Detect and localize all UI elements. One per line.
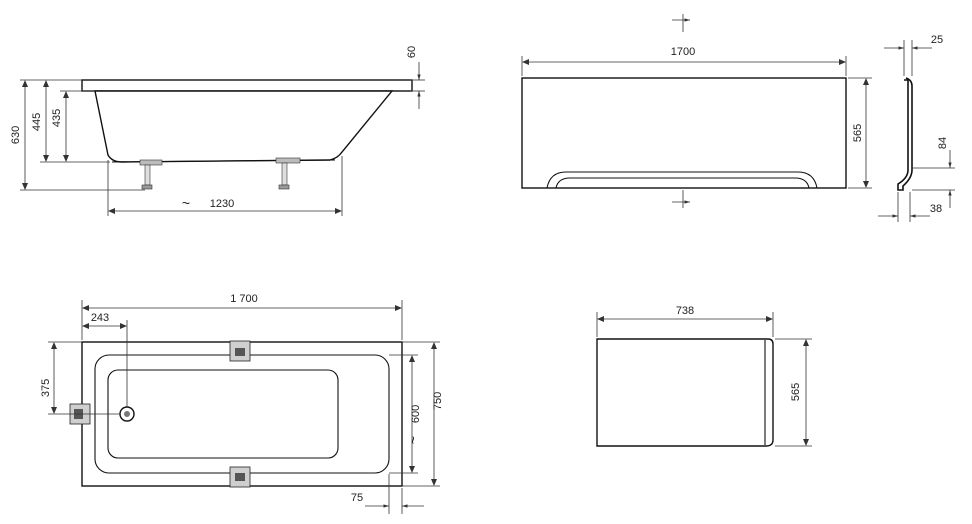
front-panel: 1700 565 [521,14,872,208]
dim-length-1230: ~ 1230 [107,156,343,216]
dim-profile-84: 84 [912,137,955,208]
dim-label-600: 600 [410,405,422,423]
dim-height-435: 435 [51,90,95,162]
side-view: 60 630 445 435 ~ 1230 [10,46,425,216]
dim-label-630: 630 [10,126,22,144]
mounting-bracket-bottom [229,466,251,488]
dim-side-length: 738 [596,305,774,337]
dim-label-750: 750 [432,392,444,410]
dim-inner-width: 600 ~ [389,354,422,474]
dim-label-1230: 1230 [210,198,234,210]
dim-label-243: 243 [91,312,109,324]
top-view: 1 700 243 375 600 ~ 7 [40,293,444,514]
dim-label-38: 38 [930,203,942,215]
dim-height-565: 565 [848,77,872,189]
drain-icon [119,406,135,422]
dim-top-length: 1 700 [81,293,403,340]
panel-section-markers [672,14,690,208]
dim-outer-width: 750 [402,341,444,487]
approx-symbol: ~ [182,195,190,211]
dim-label-60: 60 [406,46,418,58]
dim-label-25: 25 [931,34,943,46]
dim-label-445: 445 [31,113,43,131]
dim-drain-offset: 243 [82,312,128,407]
dim-label-1700: 1700 [671,46,695,58]
dim-label-375: 375 [40,379,52,397]
dim-length-1700: 1700 [521,46,847,76]
dim-label-435: 435 [51,109,63,127]
side-panel: 738 565 [596,305,812,447]
bathtub-legs [139,157,301,190]
dim-profile-25: 25 [884,34,943,76]
approx-symbol-600: ~ [405,436,421,444]
panel-profile: 25 84 38 [878,34,955,222]
dim-label-84: 84 [937,137,949,149]
dim-label-738: 738 [676,305,694,317]
dim-profile-38: 38 [878,192,942,222]
dim-height-630: 630 [10,79,145,191]
dim-label-565-side: 565 [790,383,802,401]
dim-label-75: 75 [351,492,363,504]
dim-label-1-700: 1 700 [230,293,258,305]
side-panel-body [596,338,774,447]
bathtub-side-body [81,79,413,163]
front-panel-body [521,77,847,189]
dim-bottom-offset: 75 [351,474,424,514]
dim-height-445: 445 [31,80,110,163]
dim-label-565-front: 565 [852,124,864,142]
dim-drain-y: 375 [40,341,120,415]
dim-side-height: 565 [775,338,812,447]
mounting-bracket-top [229,340,251,362]
dim-rim-60: 60 [406,46,425,109]
